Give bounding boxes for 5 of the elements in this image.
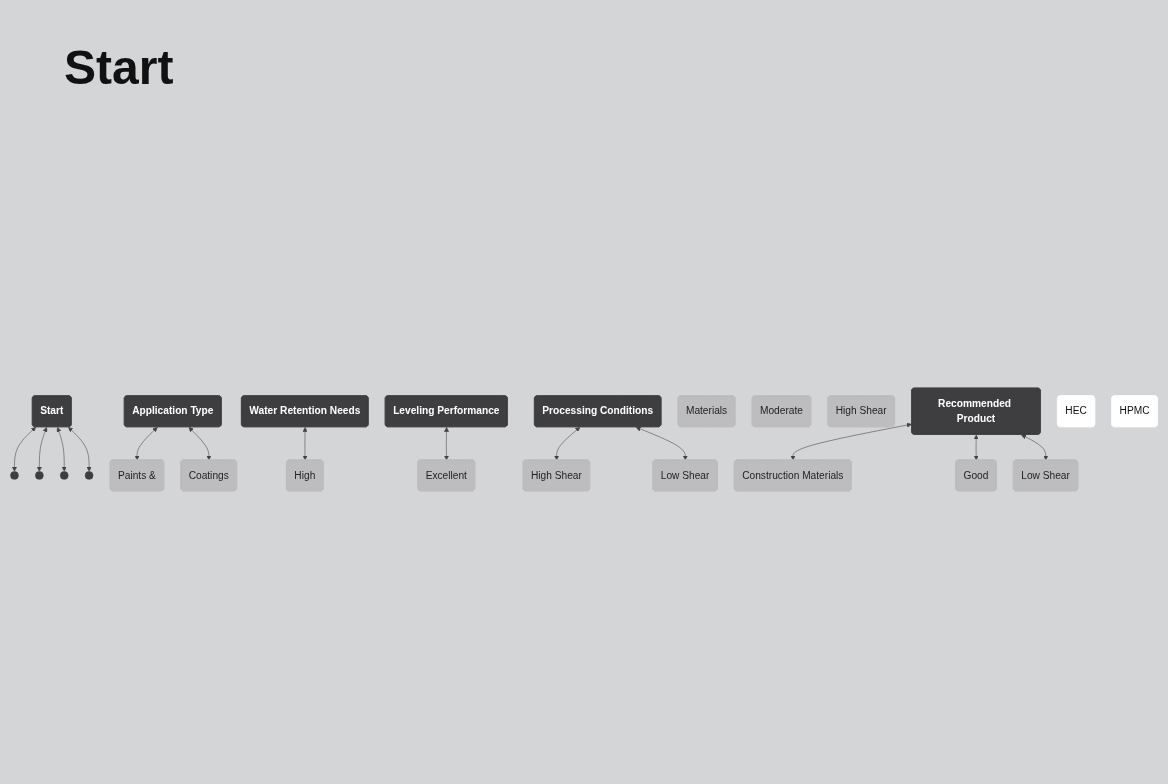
node-circle [10,471,19,480]
title: Start [64,40,174,95]
node-circle [35,471,44,480]
node-circle [84,471,94,480]
node-circle [60,471,69,480]
